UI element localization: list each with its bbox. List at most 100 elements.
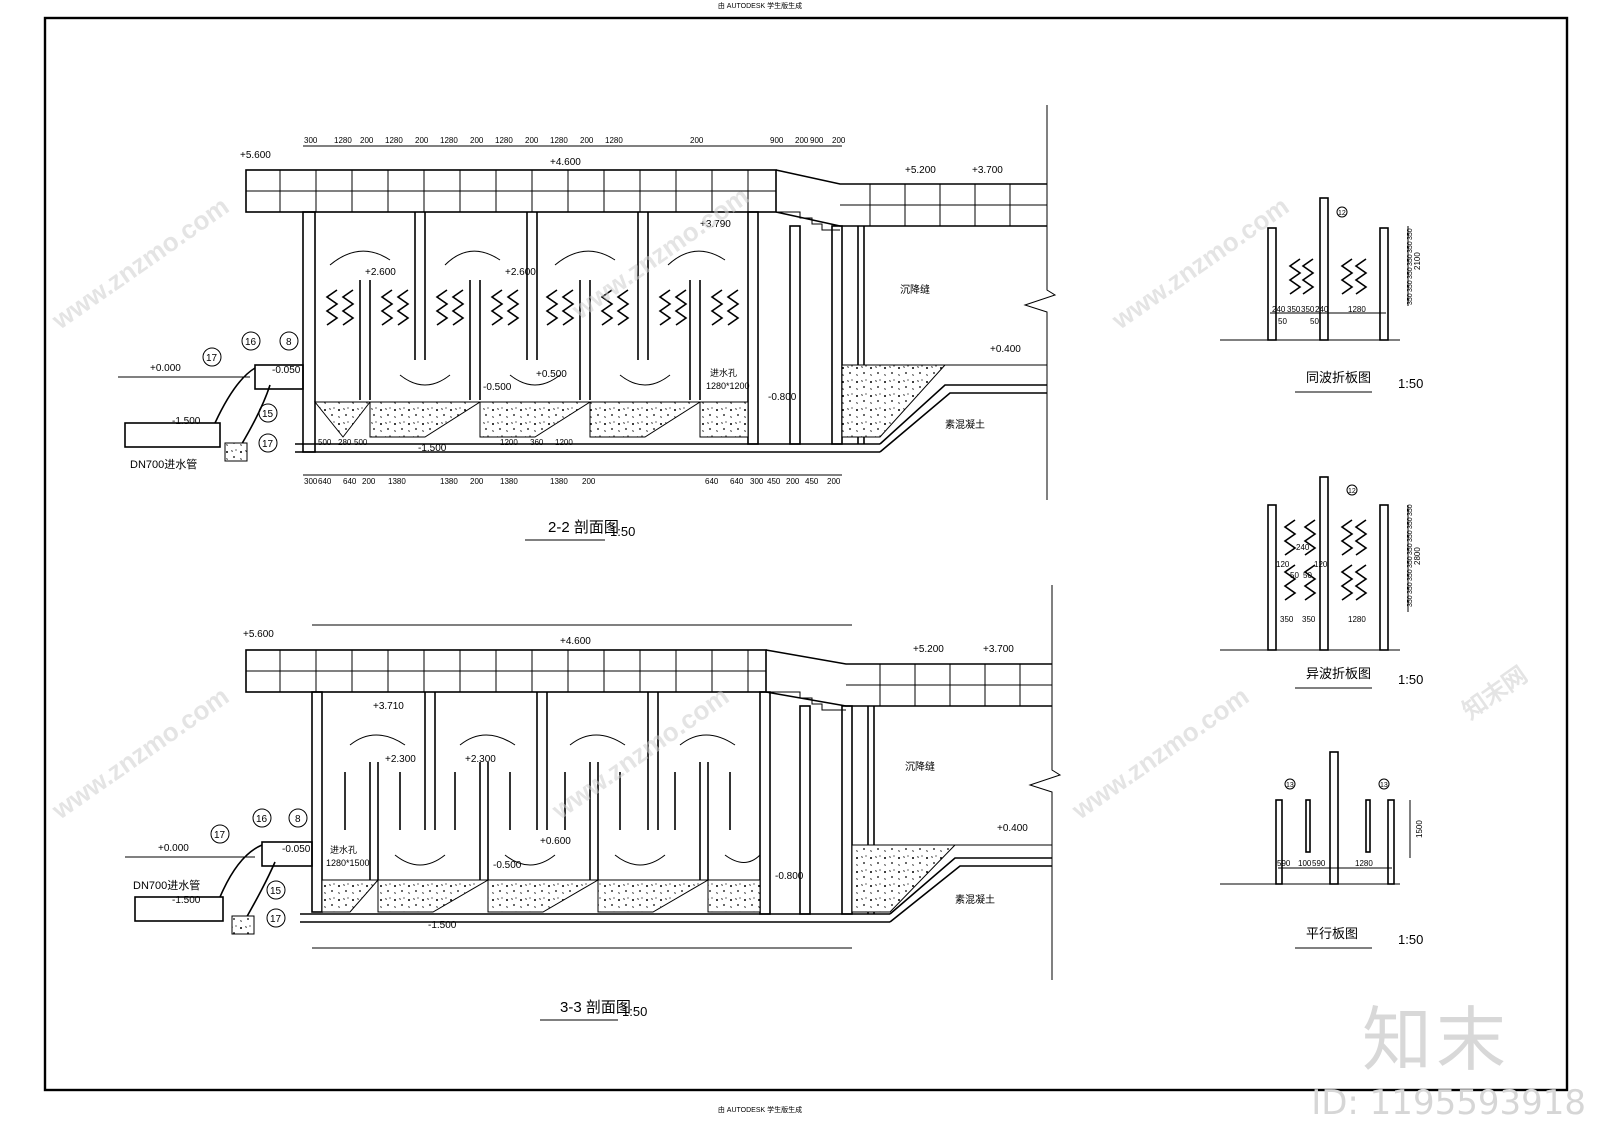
s22-level-5200: +5.200 bbox=[905, 165, 936, 176]
diff-dim-6: 350 bbox=[1280, 615, 1294, 624]
autodesk-top: 由 AUTODESK 学生版生成 bbox=[718, 1, 802, 10]
s33-level-0050: -0.050 bbox=[282, 844, 311, 855]
flat-total: 1500 bbox=[1415, 820, 1424, 838]
s22-callout-8: 8 bbox=[286, 337, 292, 348]
diff-side-2: 350 bbox=[1407, 517, 1414, 529]
diff-dim-7: 350 bbox=[1302, 615, 1316, 624]
s22-top-dim-17: 200 bbox=[832, 136, 846, 145]
s22-bottom-dim-2: 640 bbox=[318, 477, 332, 486]
s33-level-5600: +5.600 bbox=[243, 629, 274, 640]
s22-callouts bbox=[202, 331, 299, 453]
watermark-site-3: www.znzmo.com bbox=[1105, 191, 1294, 336]
s22-bottom-dim-14: 450 bbox=[767, 477, 781, 486]
s22-callout-15: 15 bbox=[262, 409, 274, 420]
s22-level-0000: +0.000 bbox=[150, 363, 181, 374]
s22-pipe-label: DN700进水管 bbox=[130, 457, 197, 471]
flat-callout-b: 13 bbox=[1380, 782, 1388, 789]
s22-bottom-dim-16: 450 bbox=[805, 477, 819, 486]
same-total: 2100 bbox=[1413, 252, 1422, 270]
s33-level-0800: -0.800 bbox=[775, 871, 804, 882]
diff-dim-8: 1280 bbox=[1348, 615, 1366, 624]
s33-level-0000: +0.000 bbox=[158, 843, 189, 854]
s33-level-5200: +5.200 bbox=[913, 644, 944, 655]
watermark-brand: 知末网 bbox=[1458, 662, 1532, 725]
s33-settle-label: 沉降缝 bbox=[905, 760, 935, 773]
s22-top-dim-2: 1280 bbox=[334, 136, 352, 145]
same-dim-5: 1280 bbox=[1348, 305, 1366, 314]
s22-bottom-dim-1: 300 bbox=[304, 477, 318, 486]
s22-bottom-dim-15: 200 bbox=[786, 477, 800, 486]
diff-side-4: 350 bbox=[1407, 543, 1414, 555]
s22-bottom-dim-11: 640 bbox=[705, 477, 719, 486]
s22-top-dim-8: 1280 bbox=[495, 136, 513, 145]
s22-bottom-dim-4: 200 bbox=[362, 477, 376, 486]
diff-total: 2800 bbox=[1413, 547, 1422, 565]
same-dim-1: 240 bbox=[1272, 305, 1286, 314]
same-dim-4: 240 bbox=[1315, 305, 1329, 314]
s22-top-dim-14: 900 bbox=[770, 136, 784, 145]
diff-dim-5: 50 bbox=[1303, 571, 1312, 580]
diff-callout: 12 bbox=[1348, 488, 1356, 495]
watermark-logo: 知末 bbox=[1362, 999, 1510, 1081]
same-side-1: 350 bbox=[1407, 228, 1414, 240]
s22-hole-size: 1280*1200 bbox=[706, 381, 750, 391]
diff-side-1: 350 bbox=[1407, 504, 1414, 516]
same-dim-3: 350 bbox=[1301, 305, 1315, 314]
watermark-site-5: www.znzmo.com bbox=[545, 681, 734, 826]
s33-callout-15: 15 bbox=[270, 886, 282, 897]
s33-level-3710: +3.710 bbox=[373, 701, 404, 712]
s22-top-dim-4: 1280 bbox=[385, 136, 403, 145]
s22-top-dim-11: 200 bbox=[580, 136, 594, 145]
s33-level-2300a: +2.300 bbox=[385, 754, 416, 765]
s22-level-3700: +3.700 bbox=[972, 165, 1003, 176]
same-side-3: 350 bbox=[1407, 254, 1414, 266]
same-title: 同波折板图 bbox=[1306, 370, 1371, 385]
detail-diff-wave bbox=[1220, 476, 1409, 651]
section-2-2 bbox=[118, 105, 1057, 500]
s33-level-2300b: +2.300 bbox=[465, 754, 496, 765]
s33-scale: 1:50 bbox=[622, 1004, 647, 1019]
flat-scale: 1:50 bbox=[1398, 932, 1423, 947]
diff-scale: 1:50 bbox=[1398, 672, 1423, 687]
s22-base-dim-5: 360 bbox=[530, 438, 544, 447]
s22-level-5600: +5.600 bbox=[240, 150, 271, 161]
s22-title: 2-2 剖面图 bbox=[548, 519, 619, 536]
s33-callout-8: 8 bbox=[295, 814, 301, 825]
flat-dim-3: 590 bbox=[1312, 859, 1326, 868]
s33-title: 3-3 剖面图 bbox=[560, 999, 631, 1016]
s33-level-0500: -0.500 bbox=[493, 860, 522, 871]
same-scale: 1:50 bbox=[1398, 376, 1423, 391]
diff-dim-2: 120 bbox=[1276, 560, 1290, 569]
flat-dim-1: 590 bbox=[1277, 859, 1291, 868]
watermark-id: ID: 1195593918 bbox=[1311, 1083, 1586, 1123]
diff-dim-3: 120 bbox=[1314, 560, 1328, 569]
s22-top-dim-15: 200 bbox=[795, 136, 809, 145]
s22-level-0050: -0.050 bbox=[272, 365, 301, 376]
s22-top-dim-9: 200 bbox=[525, 136, 539, 145]
s22-top-dim-16: 900 bbox=[810, 136, 824, 145]
same-dim-7: 50 bbox=[1310, 317, 1319, 326]
watermark-site-1: www.znzmo.com bbox=[45, 191, 234, 336]
same-side-5: 350 bbox=[1407, 280, 1414, 292]
same-dim-2: 350 bbox=[1287, 305, 1301, 314]
s33-level-3700: +3.700 bbox=[983, 644, 1014, 655]
s22-bottom-dim-6: 1380 bbox=[440, 477, 458, 486]
autodesk-bottom: 由 AUTODESK 学生版生成 bbox=[718, 1105, 802, 1114]
s22-level-4600: +4.600 bbox=[550, 157, 581, 168]
s22-callout-16: 16 bbox=[245, 337, 257, 348]
s22-base-dim-1: 500 bbox=[318, 438, 332, 447]
s22-callout-17b: 17 bbox=[262, 439, 274, 450]
s33-callout-17b: 17 bbox=[270, 914, 282, 925]
s22-concrete-label: 素混凝土 bbox=[945, 418, 985, 431]
s22-level-0800: -0.800 bbox=[768, 392, 797, 403]
same-side-4: 350 bbox=[1407, 267, 1414, 279]
watermark-layer: www.znzmo.com www.znzmo.com www.znzmo.co… bbox=[45, 181, 1532, 826]
diff-side-8: 350 bbox=[1407, 595, 1414, 607]
s22-level-3790: +3.790 bbox=[700, 219, 731, 230]
s22-bottom-dim-3: 640 bbox=[343, 477, 357, 486]
diff-title: 异波折板图 bbox=[1306, 666, 1371, 681]
s33-callouts bbox=[210, 808, 308, 928]
flat-dim-4: 1280 bbox=[1355, 859, 1373, 868]
s22-level-1500: -1.500 bbox=[172, 416, 201, 427]
